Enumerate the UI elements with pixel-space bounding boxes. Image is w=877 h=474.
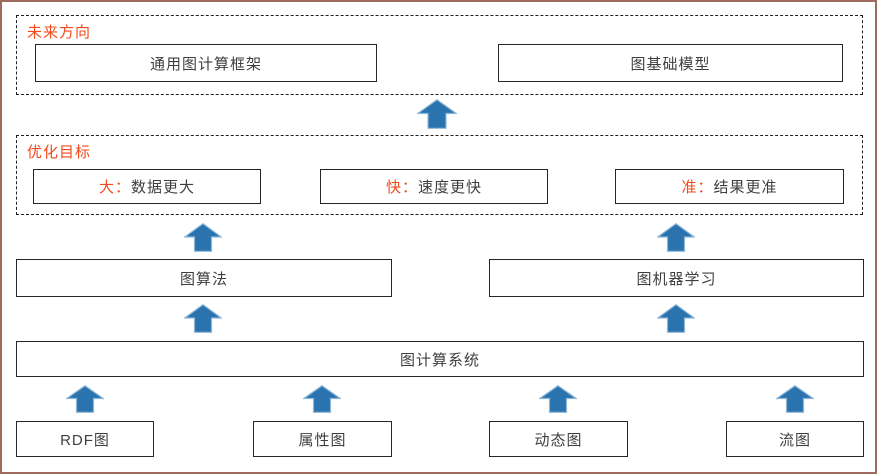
goal-description: 速度更快: [418, 179, 483, 196]
node-label: 流图: [778, 431, 811, 449]
up-arrow-icon: [303, 385, 341, 413]
node-dynamic-graph: 动态图: [489, 421, 628, 457]
node-graph-machine-learning: 图机器学习: [489, 259, 864, 297]
goal-keyword: 大：: [98, 179, 131, 196]
node-label: 属性图: [298, 431, 347, 449]
goal-keyword: 准：: [681, 179, 714, 196]
node-label: 图算法: [179, 270, 228, 288]
optimization-goals-label: 优化目标: [27, 144, 92, 161]
node-label: RDF图: [60, 431, 110, 449]
goal-description: 数据更大: [131, 179, 196, 196]
node-label: 图基础模型: [630, 55, 711, 73]
up-arrow-icon: [184, 304, 222, 333]
future-direction-label: 未来方向: [27, 24, 92, 41]
node-graph-algorithm: 图算法: [16, 259, 392, 297]
node-property-graph: 属性图: [253, 421, 392, 457]
node-label: 图机器学习: [636, 270, 717, 288]
node-label: 图计算系统: [399, 351, 480, 369]
up-arrow-icon: [657, 223, 695, 252]
node-general-graph-framework: 通用图计算框架: [35, 44, 377, 82]
node-rdf-graph: RDF图: [16, 421, 154, 457]
up-arrow-icon: [184, 223, 222, 252]
node-graph-computing-system: 图计算系统: [16, 341, 864, 377]
up-arrow-icon: [657, 304, 695, 333]
goal-keyword: 快：: [385, 179, 418, 196]
node-graph-foundation-model: 图基础模型: [498, 44, 843, 82]
node-goal-big: 大： 数据更大: [33, 169, 261, 204]
node-label: 通用图计算框架: [149, 55, 262, 73]
node-stream-graph: 流图: [726, 421, 864, 457]
up-arrow-icon: [539, 385, 577, 413]
node-goal-fast: 快： 速度更快: [320, 169, 548, 204]
node-goal-accurate: 准： 结果更准: [615, 169, 844, 204]
up-arrow-icon: [417, 99, 457, 129]
up-arrow-icon: [66, 385, 104, 413]
node-label: 动态图: [534, 431, 583, 449]
goal-description: 结果更准: [713, 179, 778, 196]
up-arrow-icon: [776, 385, 814, 413]
